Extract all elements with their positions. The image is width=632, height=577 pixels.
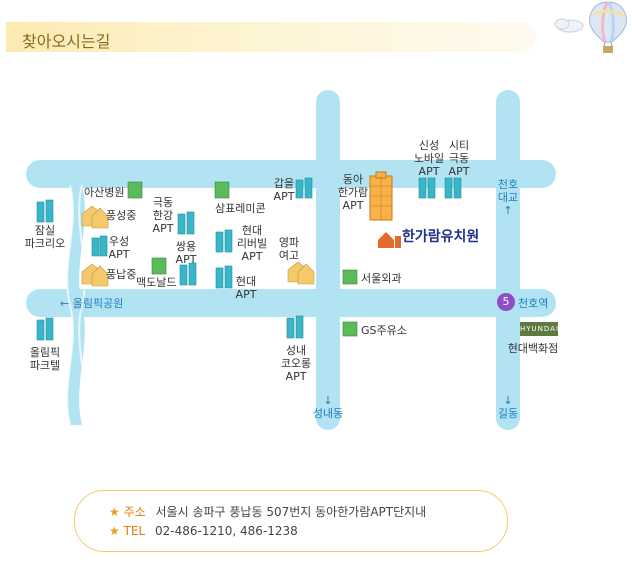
road-top <box>26 160 556 188</box>
asan-hospital-label: 아산병원 <box>84 186 125 199</box>
sampyo-remicon-label: 삼표레미콘 <box>215 202 266 215</box>
star-icon: ★ <box>109 505 120 519</box>
road-seongnae <box>316 90 340 430</box>
page-title: 찾아오시는길 <box>22 32 111 51</box>
cheonho-bridge-label: 천호 대교 ↑ <box>486 178 530 217</box>
arrow-up-icon: ↑ <box>503 204 513 217</box>
subway-line-badge: 5 <box>497 293 515 311</box>
seoul-clinic-label: 서울외과 <box>361 272 402 285</box>
kindergarten-label: 한가람유치원 <box>402 229 480 245</box>
gs-station-label: GS주유소 <box>361 324 407 337</box>
address-box: ★ 주소 서울시 송파구 풍납동 507번지 동아한가람APT단지내 ★ TEL… <box>74 490 508 552</box>
river <box>66 185 86 425</box>
olympic-park-label: ← 올림픽공원 <box>60 297 124 310</box>
seongnae-dong-label: ↓ 성내동 <box>306 394 350 420</box>
tel-row: ★ TEL 02-486-1210, 486-1238 <box>109 524 298 538</box>
hyundai-logo-text: HYUNDAI <box>520 325 560 333</box>
address-row: ★ 주소 서울시 송파구 풍납동 507번지 동아한가람APT단지내 <box>109 505 427 519</box>
balloon-icon <box>554 1 627 53</box>
mcdonalds-label: 맥도날드 <box>136 276 177 289</box>
road-gildong <box>496 90 520 430</box>
road-olympic <box>26 289 556 317</box>
pungnap-middle-label: 풍납중 <box>106 268 137 281</box>
arrow-down-icon: ↓ <box>503 394 513 407</box>
cheonho-station-label: 천호역 <box>518 297 549 310</box>
title-bar <box>6 22 536 52</box>
hyundai-dept-label: 현대백화점 <box>507 342 559 355</box>
star-icon: ★ <box>109 524 120 538</box>
arrow-down-icon: ↓ <box>323 394 333 407</box>
gil-dong-label: ↓ 길동 <box>486 394 530 420</box>
arrow-left-icon: ← <box>60 297 70 310</box>
pungseong-middle-label: 풍성중 <box>106 209 137 222</box>
